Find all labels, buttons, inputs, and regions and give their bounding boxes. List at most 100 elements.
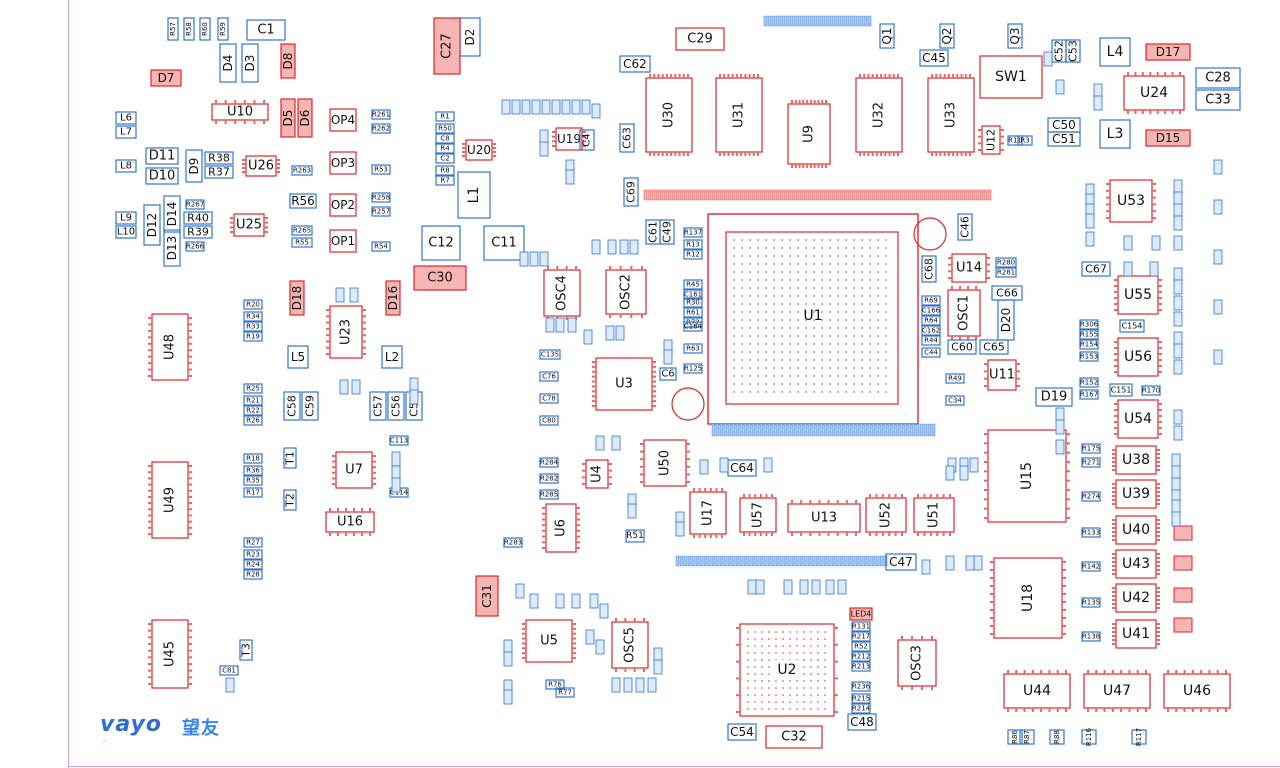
pin	[326, 327, 330, 330]
component-u17: U17	[689, 488, 727, 538]
component-r138: R138	[1081, 631, 1101, 642]
pin	[148, 349, 152, 352]
component-u46: U46	[1163, 670, 1231, 712]
pin	[1158, 427, 1162, 429]
label-r167: R167	[1080, 391, 1098, 399]
pin	[276, 171, 280, 173]
pin	[881, 494, 884, 498]
component-r30: R30	[683, 297, 703, 308]
pin	[693, 534, 695, 538]
component-r131: R131	[851, 621, 871, 632]
label-c164: C164	[684, 323, 703, 331]
pin	[964, 152, 967, 156]
pin	[817, 100, 820, 104]
pin	[188, 336, 192, 339]
pin	[1106, 189, 1110, 192]
pad-row-top	[643, 189, 992, 201]
pin	[188, 317, 192, 319]
label-u32: U32	[872, 102, 887, 128]
pin	[875, 494, 878, 498]
pin	[1114, 409, 1118, 411]
pin	[754, 494, 757, 498]
component-c113: C113	[389, 435, 409, 446]
pin	[1156, 569, 1160, 571]
pin	[978, 129, 982, 131]
label-r52: R52	[854, 643, 868, 651]
pin	[990, 569, 994, 571]
component-u5: U5	[522, 619, 576, 663]
pin	[329, 532, 331, 536]
pin	[264, 217, 268, 219]
pin	[332, 471, 336, 474]
label-u46: U46	[1183, 683, 1211, 699]
component-u30: U30	[645, 74, 693, 156]
label-r281: R281	[997, 269, 1015, 277]
pin	[492, 151, 496, 153]
pin	[1056, 670, 1059, 674]
label-c80: C80	[542, 417, 556, 425]
pin	[462, 155, 466, 157]
component-q2: Q2	[939, 23, 955, 49]
pin	[148, 355, 152, 358]
component-u6: U6	[542, 503, 580, 553]
pin	[911, 636, 913, 640]
pin	[791, 532, 793, 536]
pin	[1127, 72, 1129, 76]
pin	[1156, 607, 1160, 609]
label-d9: D9	[187, 158, 201, 175]
component-r86: R86	[1007, 729, 1023, 745]
component-r274: R274	[1081, 491, 1101, 502]
pin	[1000, 142, 1004, 145]
label-r155: R155	[1080, 331, 1098, 339]
component-r69: R69	[921, 295, 941, 306]
pin	[649, 74, 651, 78]
pin	[1112, 587, 1116, 589]
component-r64: R64	[921, 315, 941, 326]
pin	[1156, 565, 1160, 567]
component-op1: OP1	[329, 229, 357, 253]
pin	[1087, 708, 1089, 712]
label-r77: R77	[558, 689, 572, 697]
component-c51: C51	[1047, 131, 1081, 147]
component-r7: R7	[435, 175, 455, 186]
label-c63: C63	[621, 127, 634, 149]
component-u47: U47	[1083, 670, 1151, 712]
pin	[715, 534, 718, 538]
component-r59: R59	[217, 17, 229, 41]
pin	[1156, 469, 1160, 471]
label-u56: U56	[1124, 349, 1152, 365]
pin	[1114, 433, 1118, 435]
pin	[361, 508, 363, 512]
pin	[1200, 708, 1203, 712]
pin	[800, 500, 803, 504]
pin	[978, 149, 982, 151]
label-c47: C47	[889, 555, 913, 569]
component-r28: R28	[243, 569, 263, 580]
pin	[802, 100, 805, 104]
label-c11: C11	[491, 236, 517, 251]
label-osc4: OSC4	[555, 275, 570, 311]
pin	[1158, 415, 1162, 417]
label-r50: R50	[438, 125, 452, 133]
component-u57: U57	[739, 494, 777, 536]
pin	[148, 643, 152, 645]
pin	[888, 494, 891, 498]
pin	[188, 643, 192, 645]
component-r76: R76	[545, 679, 565, 690]
label-u48: U48	[163, 334, 178, 360]
pin	[1208, 670, 1211, 674]
pin	[1152, 210, 1156, 213]
pin	[1112, 535, 1116, 537]
pin	[800, 532, 803, 536]
pin	[1156, 523, 1160, 525]
pin	[897, 74, 899, 78]
label-d14: D14	[165, 202, 179, 227]
component-r215: R215	[851, 693, 871, 704]
pin	[148, 329, 152, 332]
component-r51: R51	[625, 529, 645, 543]
pin	[1112, 565, 1116, 567]
label-d11: D11	[149, 149, 176, 164]
pin	[1164, 72, 1167, 76]
pin	[888, 74, 891, 78]
pin	[1000, 149, 1004, 151]
